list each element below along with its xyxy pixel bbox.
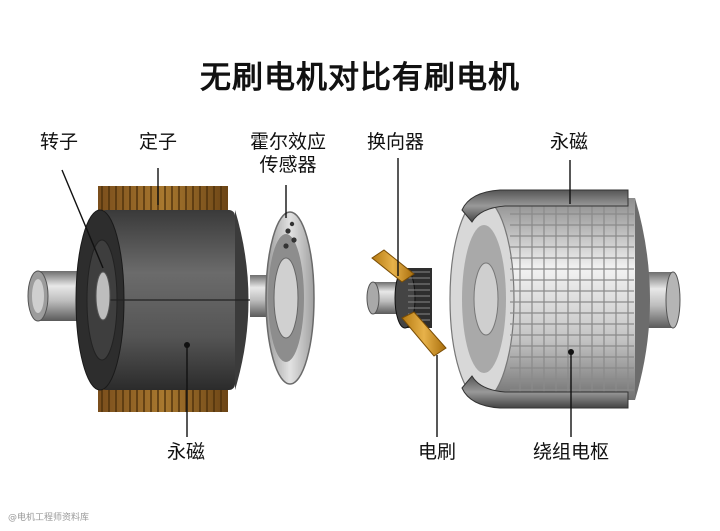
label-hall-sensor-line2: 传感器 <box>259 154 317 176</box>
label-hall-sensor: 霍尔效应 传感器 <box>238 131 338 177</box>
magnet-shell-top <box>461 189 629 223</box>
watermark: @电机工程师资料库 <box>8 513 90 523</box>
brushed-motor <box>366 158 681 437</box>
brush-bottom <box>401 311 447 357</box>
brushless-motor <box>27 168 315 437</box>
label-armature: 绕组电枢 <box>533 441 610 463</box>
label-stator: 定子 <box>139 131 178 153</box>
label-commutator: 换向器 <box>367 131 425 153</box>
hall-sensor-dot <box>291 237 297 243</box>
magnet-shell-bottom <box>461 375 629 409</box>
brush-top <box>371 249 415 283</box>
leader-rotor <box>61 169 104 269</box>
hall-sensor-dot <box>285 228 291 234</box>
label-rotor: 转子 <box>40 131 79 153</box>
hall-sensor-dot <box>289 221 295 227</box>
label-brush: 电刷 <box>418 441 457 463</box>
label-hall-sensor-line1: 霍尔效应 <box>249 131 326 153</box>
hall-sensor-dot <box>283 243 289 249</box>
page-title: 无刷电机对比有刷电机 <box>200 60 520 96</box>
label-left-magnet: 永磁 <box>167 441 206 463</box>
label-right-magnet: 永磁 <box>550 131 589 153</box>
